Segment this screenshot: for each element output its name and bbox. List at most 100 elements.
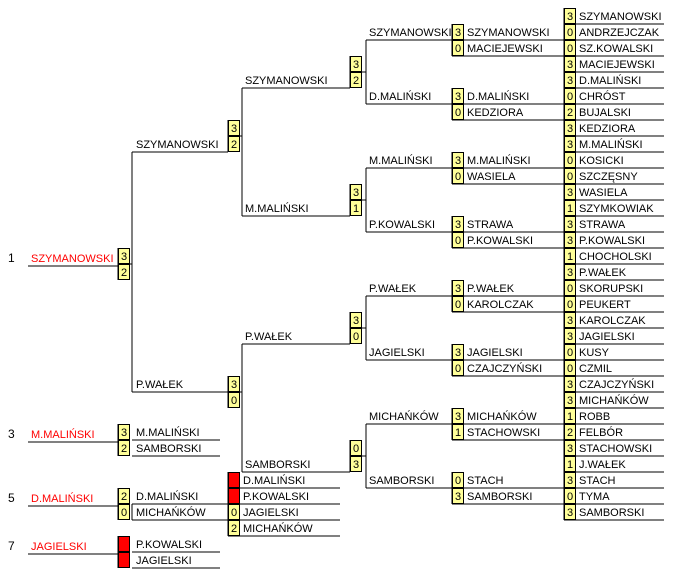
player-name: P.KOWALSKI <box>467 235 533 247</box>
player-name: P.WAŁEK <box>467 283 515 295</box>
player-name: SZYMANOWSKI <box>369 27 452 39</box>
score: 3 <box>567 235 573 247</box>
player-name: P.WAŁEK <box>579 267 627 279</box>
score: 0 <box>455 299 461 311</box>
champion-name: SZYMANOWSKI <box>31 253 114 265</box>
score: 0 <box>567 171 573 183</box>
player-name: SZ.KOWALSKI <box>579 43 653 55</box>
score-box <box>228 472 240 488</box>
score: 3 <box>121 251 127 263</box>
score: 0 <box>231 395 237 407</box>
score: 0 <box>567 491 573 503</box>
player-name: MICHAŃKÓW <box>369 410 439 423</box>
score: 0 <box>567 155 573 167</box>
player-name: P.WAŁEK <box>245 331 293 343</box>
player-name: KEDZIORA <box>467 107 524 119</box>
place-number: 7 <box>8 539 15 553</box>
score: 0 <box>353 443 359 455</box>
player-name: CHRÓST <box>579 90 626 103</box>
player-name: MACIEJEWSKI <box>579 59 655 71</box>
player-name: M.MALIŃSKI <box>369 154 433 167</box>
score: 0 <box>567 27 573 39</box>
player-name: ANDRZEJCZAK <box>579 27 660 39</box>
player-name: JAGIELSKI <box>369 347 425 359</box>
player-name: JAGIELSKI <box>243 507 299 519</box>
player-name: CZAJCZYŃSKI <box>467 362 542 375</box>
score: 3 <box>567 507 573 519</box>
score: 3 <box>567 395 573 407</box>
place-number: 3 <box>8 427 15 441</box>
player-name: P.KOWALSKI <box>136 539 202 551</box>
score: 3 <box>455 91 461 103</box>
score: 0 <box>455 107 461 119</box>
player-name: WASIELA <box>467 171 516 183</box>
score: 3 <box>567 219 573 231</box>
score: 3 <box>567 331 573 343</box>
score: 3 <box>567 315 573 327</box>
score: 0 <box>231 507 237 519</box>
winner-name: D.MALIŃSKI <box>31 492 93 505</box>
score: 2 <box>567 107 573 119</box>
score: 3 <box>353 59 359 71</box>
player-name: BUJALSKI <box>579 107 631 119</box>
player-name: D.MALIŃSKI <box>467 90 529 103</box>
player-name: P.WAŁEK <box>136 379 184 391</box>
score: 0 <box>121 507 127 519</box>
score: 3 <box>567 11 573 23</box>
score: 0 <box>567 299 573 311</box>
score: 2 <box>121 491 127 503</box>
score: 3 <box>353 187 359 199</box>
player-name: CZMIL <box>579 363 612 375</box>
player-name: KEDZIORA <box>579 123 636 135</box>
player-name: SZYMKOWIAK <box>579 203 654 215</box>
score: 2 <box>567 427 573 439</box>
score: 0 <box>567 363 573 375</box>
player-name: M.MALIŃSKI <box>467 154 531 167</box>
player-name: JAGIELSKI <box>467 347 523 359</box>
score: 3 <box>567 59 573 71</box>
score: 3 <box>567 187 573 199</box>
player-name: FELBÓR <box>579 426 623 439</box>
player-name: STACHOWSKI <box>579 443 652 455</box>
player-name: MICHAŃKÓW <box>136 506 206 519</box>
score: 2 <box>121 443 127 455</box>
score: 2 <box>353 75 359 87</box>
score: 1 <box>567 411 573 423</box>
score: 0 <box>455 43 461 55</box>
player-name: SAMBORSKI <box>245 459 310 471</box>
player-name: SZCZĘSNY <box>579 171 638 183</box>
score: 1 <box>353 203 359 215</box>
score: 0 <box>567 43 573 55</box>
score: 3 <box>455 219 461 231</box>
score-box <box>118 552 130 568</box>
score: 0 <box>567 283 573 295</box>
score: 3 <box>455 491 461 503</box>
score: 3 <box>567 379 573 391</box>
player-name: D.MALIŃSKI <box>369 90 431 103</box>
score: 3 <box>455 155 461 167</box>
score: 3 <box>567 443 573 455</box>
score: 1 <box>567 251 573 263</box>
score: 3 <box>455 283 461 295</box>
player-name: STRAWA <box>579 219 626 231</box>
score: 3 <box>121 427 127 439</box>
player-name: SAMBORSKI <box>467 491 532 503</box>
score: 3 <box>567 475 573 487</box>
score: 3 <box>567 139 573 151</box>
player-name: D.MALIŃSKI <box>579 74 641 87</box>
score: 0 <box>455 475 461 487</box>
player-name: M.MALIŃSKI <box>245 202 309 215</box>
player-name: PEUKERT <box>579 299 631 311</box>
player-name: SZYMANOWSKI <box>579 11 662 23</box>
player-name: STACH <box>467 475 504 487</box>
winner-name: M.MALIŃSKI <box>31 428 95 441</box>
player-name: SZYMANOWSKI <box>467 27 550 39</box>
player-name: ROBB <box>579 411 610 423</box>
score: 0 <box>567 91 573 103</box>
player-name: TYMA <box>579 491 610 503</box>
player-name: KUSY <box>579 347 610 359</box>
score: 1 <box>567 459 573 471</box>
score: 3 <box>567 123 573 135</box>
player-name: SAMBORSKI <box>136 443 201 455</box>
player-name: MACIEJEWSKI <box>467 43 543 55</box>
